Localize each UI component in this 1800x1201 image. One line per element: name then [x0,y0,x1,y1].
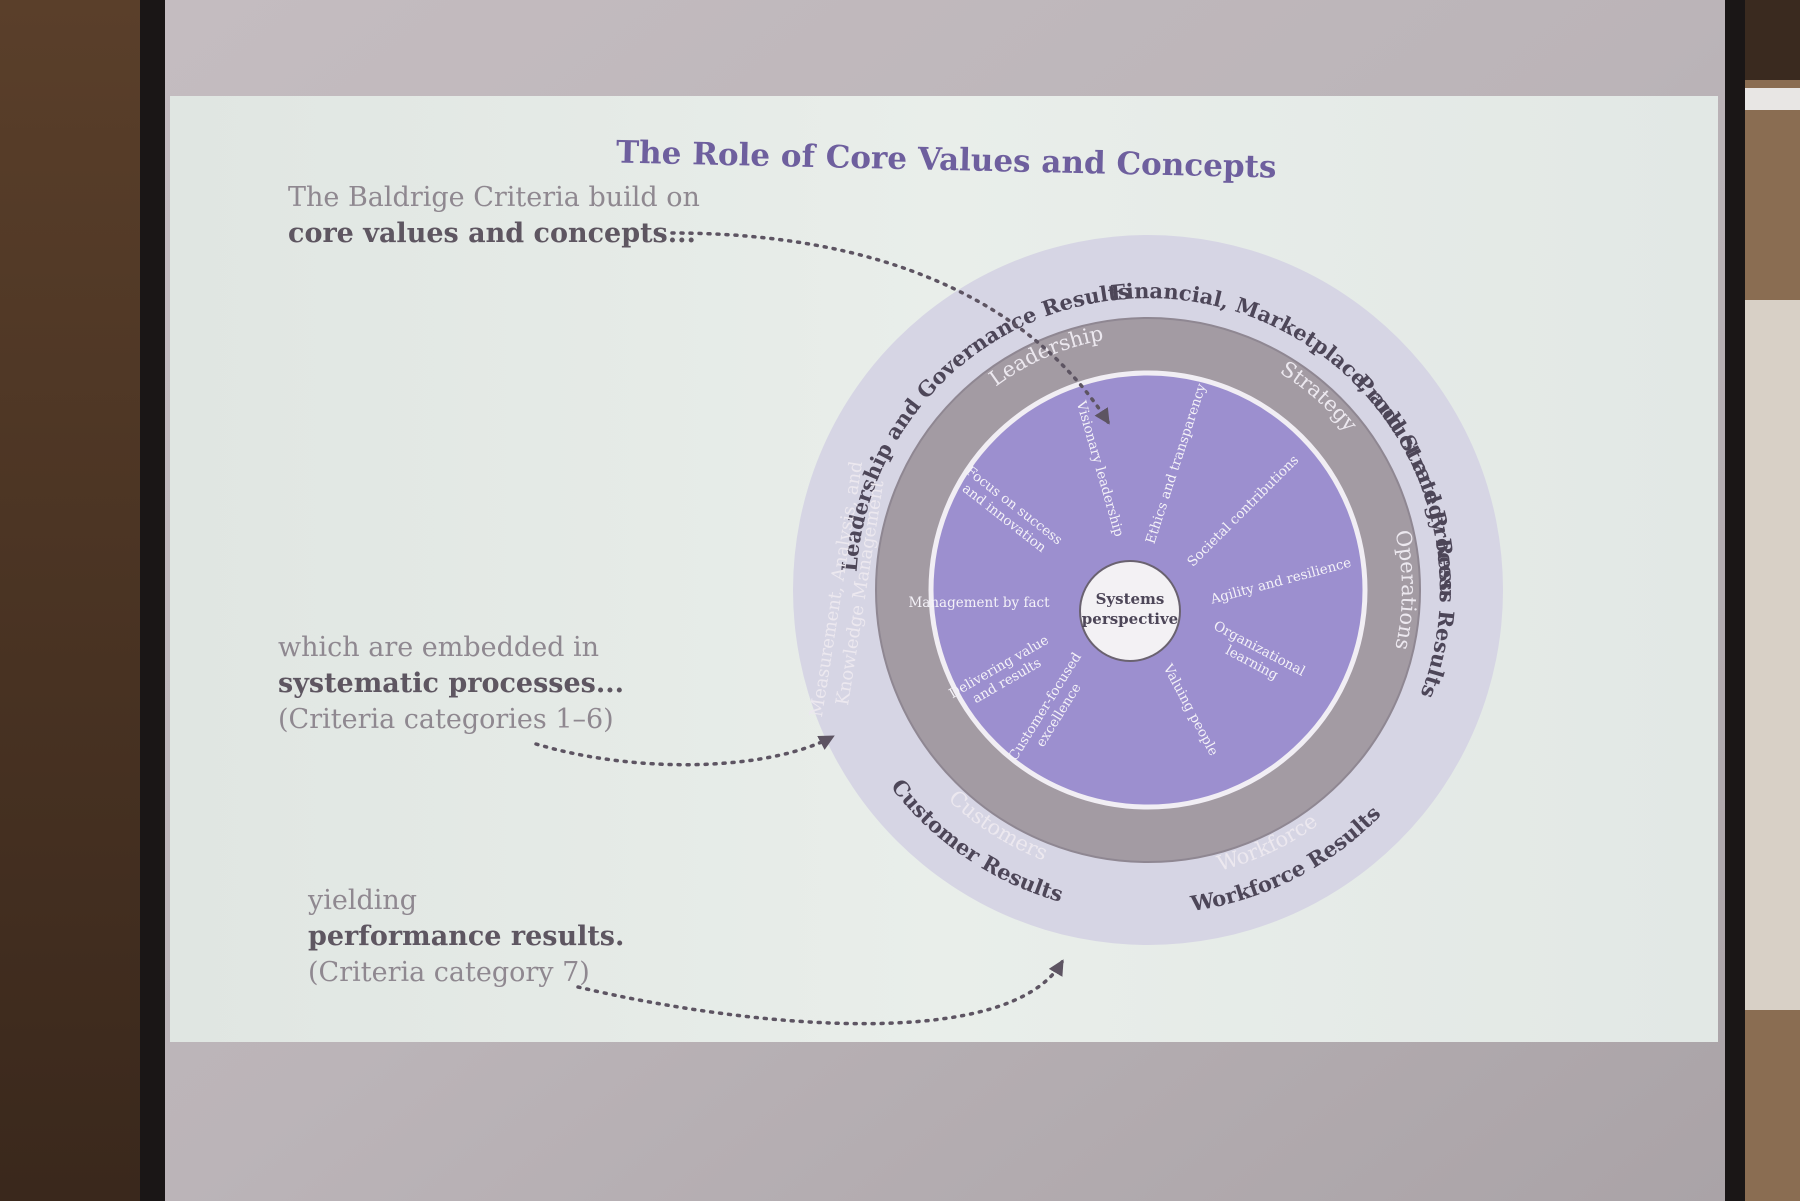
processes-annotation-line2: systematic processes... [278,668,625,699]
performance-results-annotation: yielding performance results. (Criteria … [308,883,624,991]
results-annotation-line1: yielding [308,885,418,916]
center-label-line2: perspective [1082,610,1178,628]
center-label-line1: Systems [1096,590,1165,608]
core-values-connector [670,231,1110,425]
management-by-fact-label: Management by fact [908,595,1050,611]
results-connector [576,959,1064,1026]
results-annotation-line3: (Criteria category 7) [308,957,590,988]
systems-perspective-hub [1079,560,1181,662]
processes-connector [534,735,835,767]
core-values-annotation: The Baldrige Criteria build on core valu… [288,180,700,252]
core-annotation-line1: The Baldrige Criteria build on [288,182,700,213]
process-ring-edge [875,317,1421,863]
systematic-processes-annotation: which are embedded in systematic process… [278,630,624,738]
core-annotation-line2: core values and concepts... [288,218,696,249]
processes-annotation-line1: which are embedded in [278,632,600,663]
processes-annotation-line3: (Criteria categories 1–6) [278,704,614,735]
slide-title: The Role of Core Values and Concepts [616,135,1277,186]
results-annotation-line2: performance results. [308,921,625,952]
